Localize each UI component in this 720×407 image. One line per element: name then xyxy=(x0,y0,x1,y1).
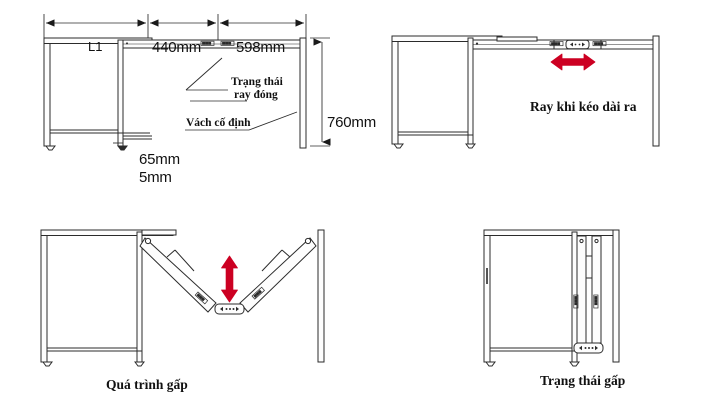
callout-rail-closed-line1: Trạng thái xyxy=(231,76,283,88)
br-folded-rails xyxy=(573,235,604,354)
caption-folding-process: Quá trình gấp xyxy=(106,377,188,392)
tr-right-post xyxy=(652,35,660,147)
dimension-l1: L1 xyxy=(88,39,103,54)
arrow-vertical-red xyxy=(221,255,238,303)
tr-cabinet xyxy=(391,35,503,149)
dimension-440mm: 440mm xyxy=(152,39,202,56)
tl-dimension-lines xyxy=(43,14,331,147)
dimension-760mm: 760mm xyxy=(327,114,377,131)
tr-extended-rail xyxy=(472,36,659,50)
arrow-horizontal-red xyxy=(550,53,596,71)
bl-folding-arm-right xyxy=(239,237,317,313)
dimension-5mm: 5mm xyxy=(139,169,172,186)
br-hinge-block xyxy=(573,342,604,354)
tl-right-post xyxy=(299,37,307,149)
dimension-65mm: 65mm xyxy=(139,151,180,168)
caption-folded-state: Trạng thái gấp xyxy=(540,373,626,388)
bl-cabinet xyxy=(40,229,177,367)
dimension-598mm: 598mm xyxy=(236,39,286,56)
tr-rail-joint xyxy=(565,39,590,50)
br-right-post xyxy=(612,229,620,363)
tl-cabinet xyxy=(43,37,153,151)
bl-folding-arm-left xyxy=(139,237,217,313)
tl-leader-lines xyxy=(185,57,298,131)
bl-right-post xyxy=(317,229,325,363)
caption-rail-extended: Ray khi kéo dài ra xyxy=(530,99,637,114)
callout-rail-closed-line2: ray đóng xyxy=(234,89,278,101)
callout-fixed-panel: Vách cố định xyxy=(186,117,251,129)
bl-hinge-block xyxy=(214,303,245,315)
